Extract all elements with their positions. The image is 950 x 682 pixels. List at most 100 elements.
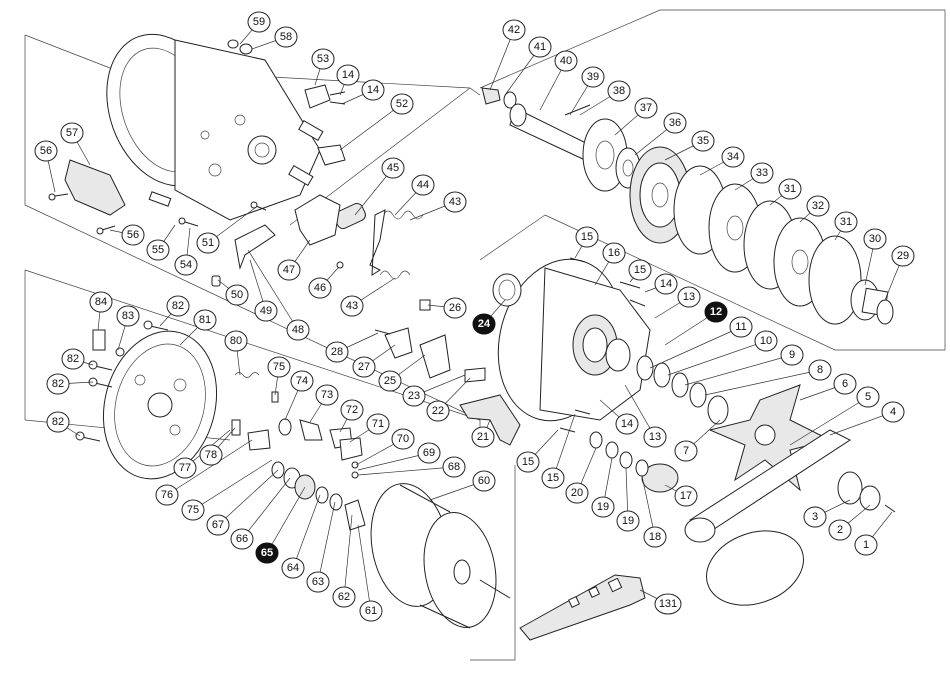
callout-number: 7 <box>683 445 689 457</box>
callout-number: 13 <box>683 291 695 303</box>
callout-number: 68 <box>448 461 460 473</box>
drag-stack <box>673 165 862 325</box>
part-callout-56b: 56 <box>121 224 145 246</box>
part-callout-47: 47 <box>277 259 301 281</box>
drag-knob-17 <box>641 463 679 493</box>
callout-circle <box>277 259 301 281</box>
callout-number: 46 <box>314 282 326 294</box>
lever-parts <box>384 299 521 446</box>
callout-circle <box>677 286 701 308</box>
callout-number: 15 <box>522 456 534 468</box>
part-callout-15d: 15 <box>541 467 565 489</box>
part-callout-33: 33 <box>750 162 774 184</box>
callout-circle <box>891 245 915 267</box>
callout-circle <box>61 348 85 370</box>
callout-number: 80 <box>230 335 242 347</box>
callout-number: 34 <box>727 151 739 163</box>
part-callout-71: 71 <box>366 413 390 435</box>
callout-circle <box>426 400 450 422</box>
part-callout-82a: 82 <box>166 295 190 317</box>
callout-number: 51 <box>202 237 214 249</box>
callout-number: 65 <box>261 547 273 559</box>
callout-number: 15 <box>634 264 646 276</box>
callout-circle <box>402 385 426 407</box>
callout-number: 1 <box>863 539 869 551</box>
part-callout-14c: 14 <box>654 273 678 295</box>
part-callout-61: 61 <box>359 600 383 622</box>
callout-number: 78 <box>205 449 217 461</box>
part-callout-25: 25 <box>378 370 402 392</box>
part-callout-18: 18 <box>643 526 667 548</box>
part-callout-6: 6 <box>833 373 857 395</box>
callout-circle <box>286 319 310 341</box>
callout-circle <box>616 510 640 532</box>
callout-number: 23 <box>408 390 420 402</box>
callout-number: 63 <box>312 576 324 588</box>
callout-number: 67 <box>212 519 224 531</box>
leader-line-65 <box>266 486 306 554</box>
leader-line-5 <box>789 396 869 446</box>
callout-circle <box>340 295 364 317</box>
callout-number: 35 <box>697 135 709 147</box>
callout-circle <box>863 228 887 250</box>
part-callout-77: 77 <box>173 457 197 479</box>
callout-circle <box>643 526 667 548</box>
part-callout-39: 39 <box>581 66 605 88</box>
leader-line-10 <box>667 340 767 376</box>
callout-number: 19 <box>597 501 609 513</box>
callout-number: 26 <box>449 302 461 314</box>
part-callout-40: 40 <box>554 50 578 72</box>
callout-circle <box>193 309 217 331</box>
callout-number: 44 <box>417 179 429 191</box>
callout-number: 25 <box>384 375 396 387</box>
callout-circle <box>230 528 254 550</box>
callout-number: 62 <box>338 591 350 603</box>
callout-number: 41 <box>534 41 546 53</box>
callout-circle <box>267 356 291 378</box>
part-callout-20: 20 <box>565 482 589 504</box>
callout-number: 12 <box>710 306 722 318</box>
part-callout-19a: 19 <box>591 496 615 518</box>
left-side-plate <box>102 330 218 480</box>
callout-circle <box>663 112 687 134</box>
part-callout-5: 5 <box>856 386 880 408</box>
part-callout-56a: 56 <box>34 140 58 162</box>
callout-number: 70 <box>397 433 409 445</box>
callout-circle <box>378 370 402 392</box>
callout-number: 47 <box>283 264 295 276</box>
callout-number: 59 <box>253 16 265 28</box>
part-callout-65: 65 <box>255 542 279 564</box>
part-callout-49: 49 <box>254 300 278 322</box>
callout-circle <box>60 122 84 144</box>
part-callout-43b: 43 <box>340 295 364 317</box>
leader-line-76 <box>166 439 253 496</box>
callout-circle <box>607 80 631 102</box>
callout-circle <box>255 542 279 564</box>
bracket-53-52 <box>304 84 346 166</box>
callout-number: 76 <box>161 489 173 501</box>
part-callout-11: 11 <box>729 316 753 338</box>
leader-line-67 <box>217 469 279 526</box>
callout-number: 40 <box>560 55 572 67</box>
callout-number: 24 <box>478 318 491 330</box>
callout-circle <box>359 600 383 622</box>
callout-number: 11 <box>735 321 746 333</box>
part-callout-42: 42 <box>502 19 526 41</box>
part-callout-53: 53 <box>311 48 335 70</box>
part-callout-52: 52 <box>390 93 414 115</box>
washer-stack-11-7 <box>636 355 729 425</box>
callout-circle <box>778 178 802 200</box>
leader-line-52 <box>339 103 403 151</box>
callout-circle <box>281 557 305 579</box>
callout-circle <box>308 277 332 299</box>
leader-line-64 <box>292 494 321 569</box>
callout-number: 81 <box>199 314 211 326</box>
callout-number: 45 <box>387 162 399 174</box>
callout-circle <box>391 428 415 450</box>
callout-circle <box>565 482 589 504</box>
callout-number: 8 <box>817 364 823 376</box>
part-callout-82c: 82 <box>46 373 70 395</box>
callouts: 5958531414525756565554515049484746454443… <box>34 11 915 622</box>
part-callout-75a: 75 <box>267 356 291 378</box>
callout-circle <box>366 413 390 435</box>
